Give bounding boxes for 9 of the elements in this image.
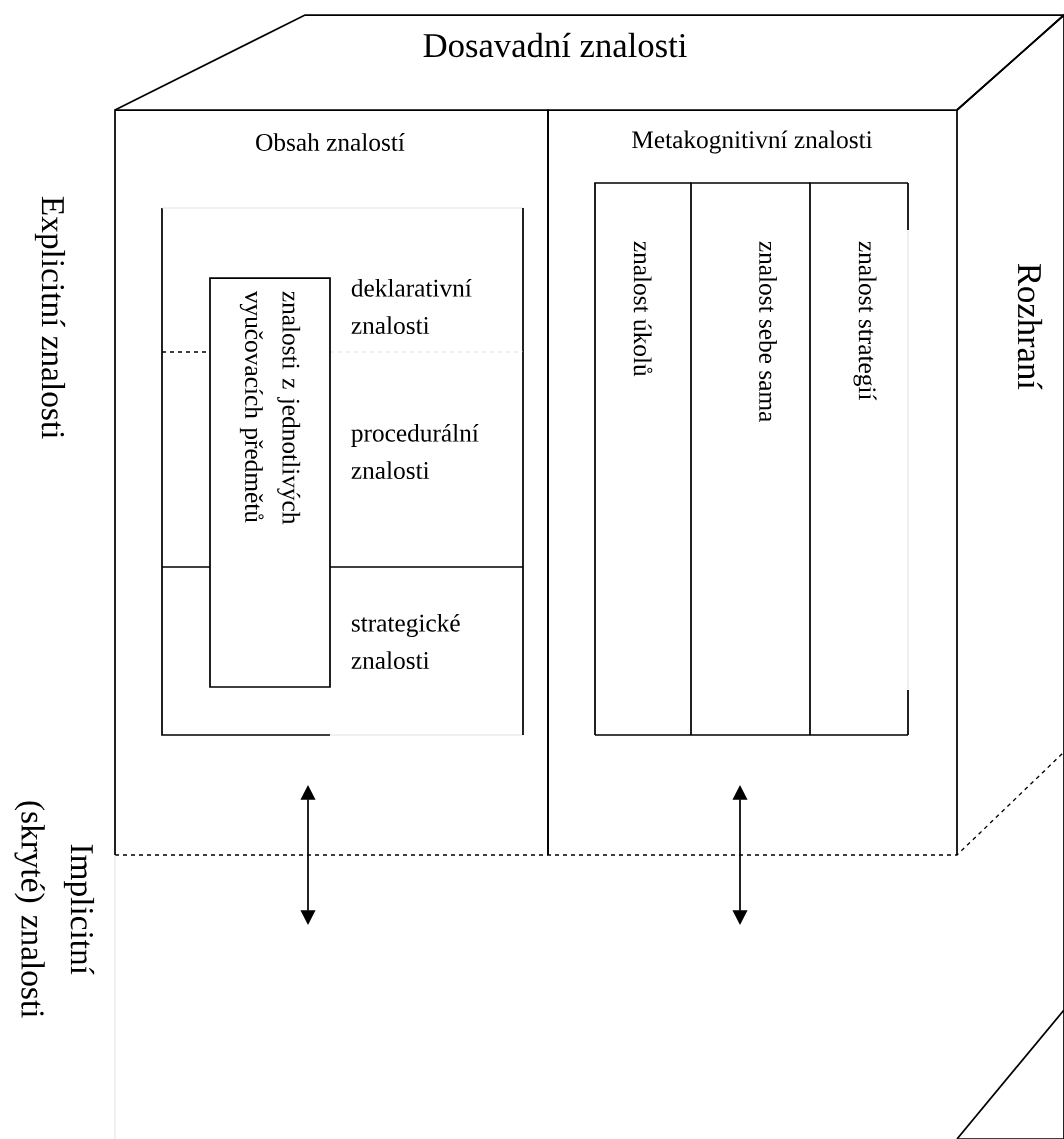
side-label: Explicitní znalosti xyxy=(34,196,66,439)
knowledge-column: znalost strategií xyxy=(809,182,909,736)
top-face: Dosavadní znalosti xyxy=(114,14,1064,111)
subject-box: znalosti z jednotlivých vyučovacích předmětů xyxy=(209,277,331,688)
knowledge-column: znalost úkolů xyxy=(594,182,692,736)
side-face: Rozhraní xyxy=(956,13,1064,1139)
knowledge-row: strategické znalosti xyxy=(161,566,524,736)
side-label: Implicitní (skryté) znalosti xyxy=(14,801,95,1018)
knowledge-column: znalost sebe sama xyxy=(690,182,811,736)
